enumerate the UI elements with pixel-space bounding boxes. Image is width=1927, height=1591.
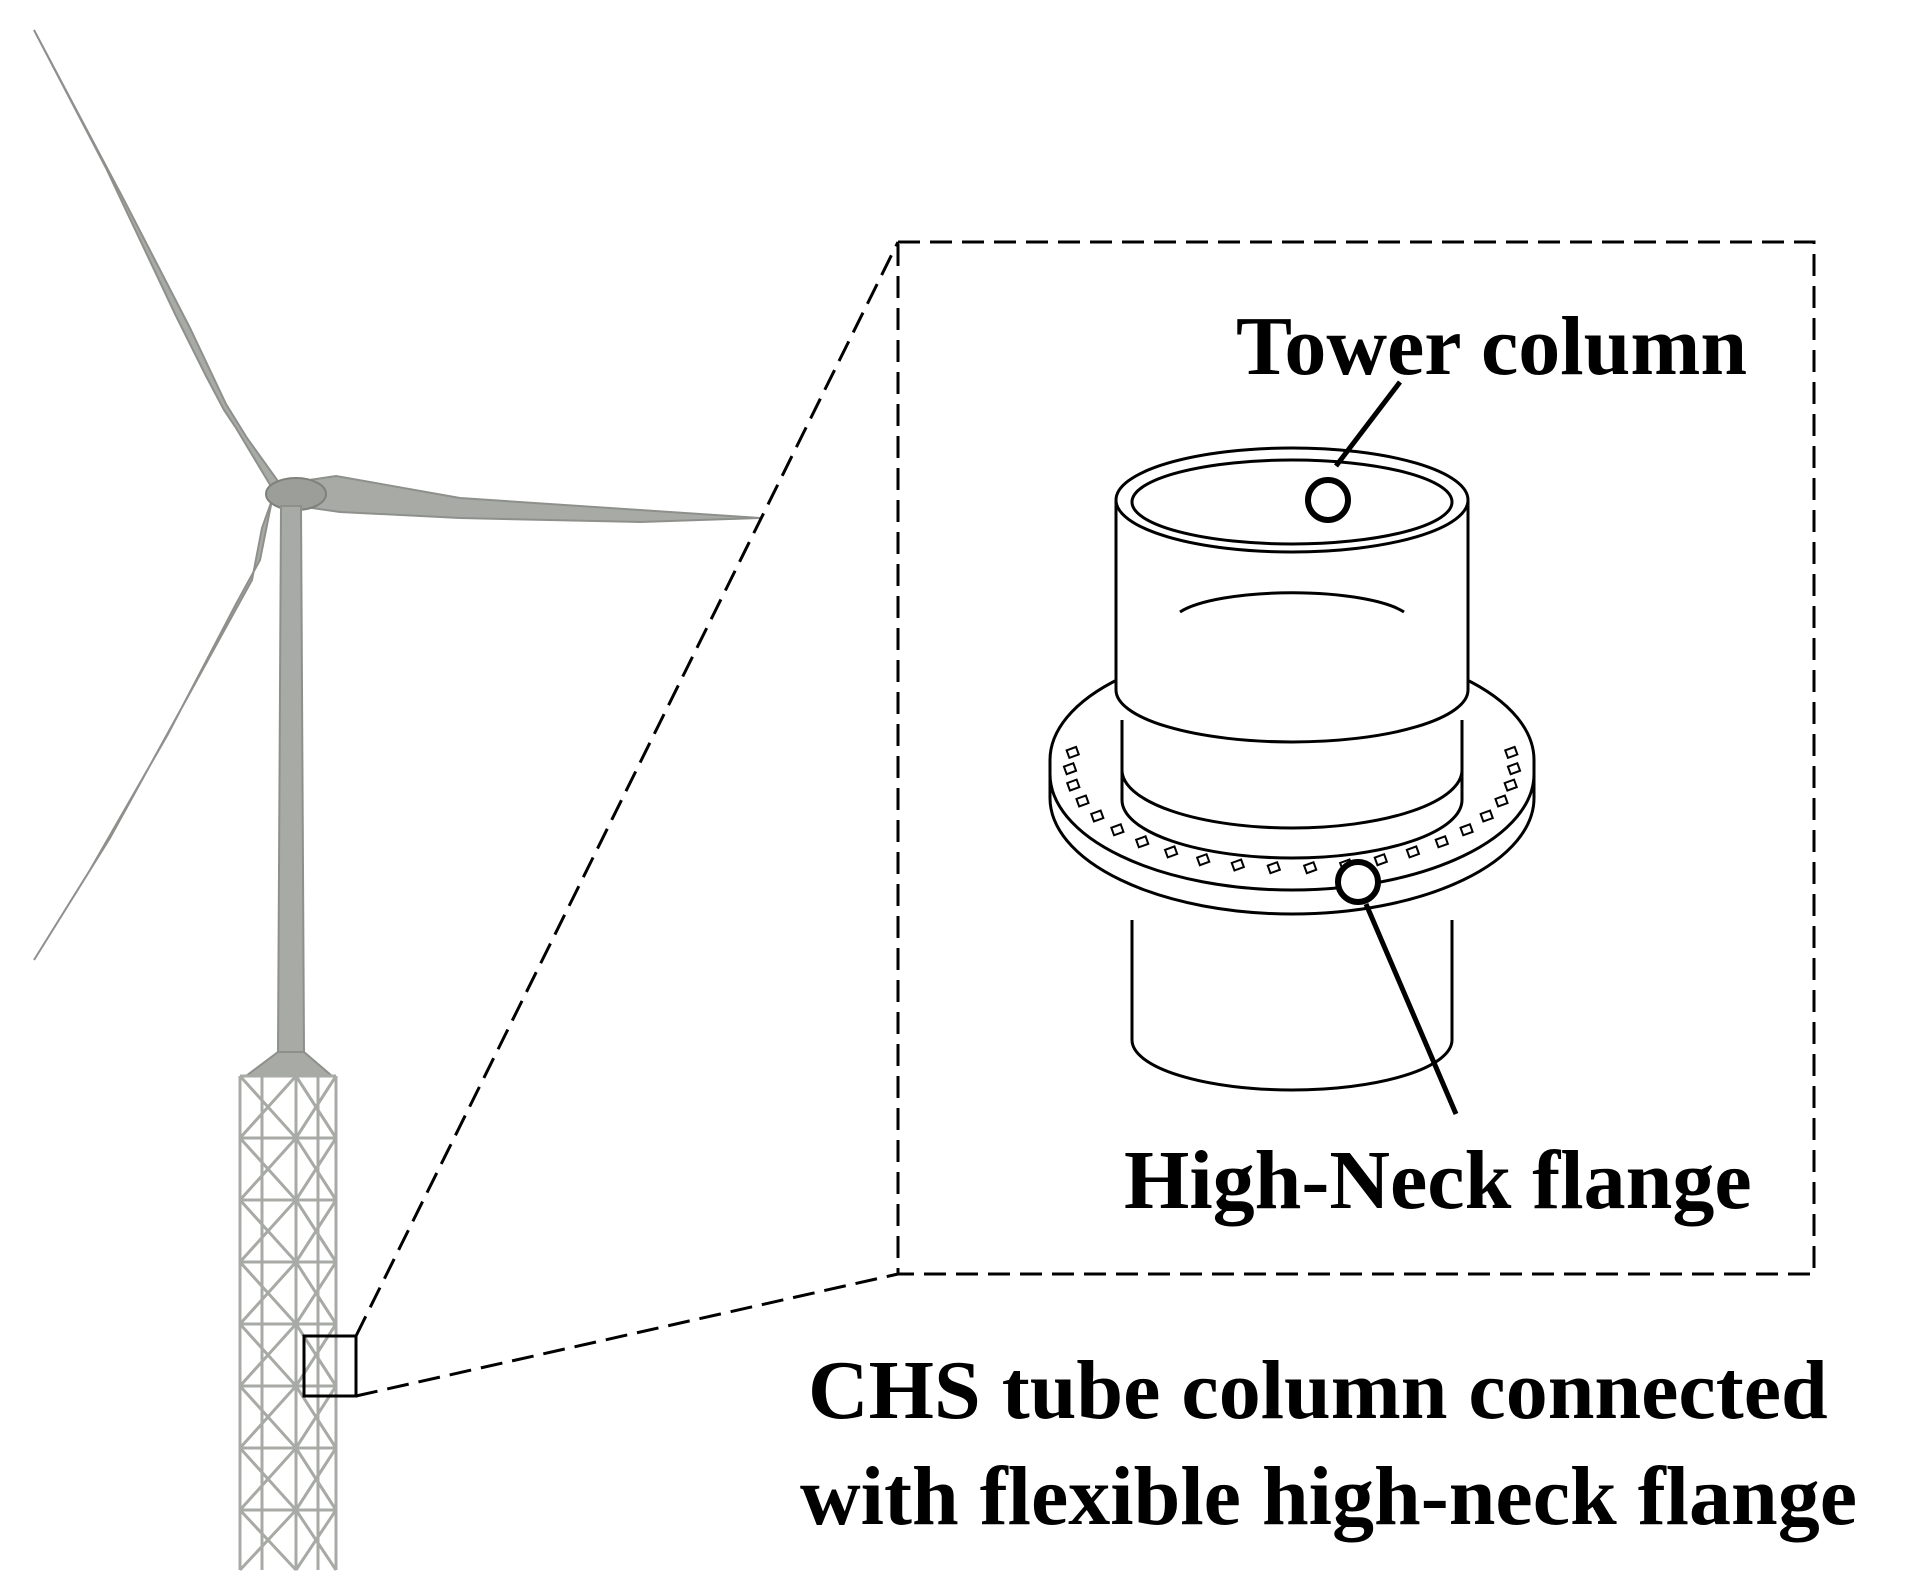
lattice-brace — [238, 1074, 298, 1140]
lattice-brace — [238, 1384, 298, 1450]
lattice-brace — [294, 1137, 338, 1201]
lattice-brace — [238, 1508, 298, 1572]
lattice-tower-base — [238, 1074, 338, 1572]
lattice-brace — [238, 1446, 298, 1512]
bolt-hole — [1506, 761, 1522, 776]
label-high-neck-flange: High-Neck flange — [1124, 1134, 1752, 1227]
bolt-hole — [1302, 860, 1318, 875]
bolt-hole — [1266, 860, 1282, 875]
bolt-hole — [1065, 745, 1081, 760]
bolt-hole — [1503, 745, 1519, 760]
bolt-hole — [1065, 778, 1081, 792]
bolt-hole — [1089, 809, 1105, 823]
bolt-hole — [1075, 794, 1090, 808]
marker-circle-tower-column — [1305, 477, 1351, 523]
caption-line-1: CHS tube column connected — [808, 1344, 1828, 1437]
bolt-hole — [1434, 835, 1450, 849]
flange-plate-rim — [1048, 773, 1536, 892]
bolt-hole — [1503, 778, 1519, 792]
bolt-hole — [1479, 809, 1495, 823]
marker-circle-high-neck-flange — [1335, 859, 1381, 905]
caption-line-2: with flexible high-neck flange — [800, 1450, 1857, 1543]
wind-turbine — [33, 29, 761, 1572]
flange-neck-edge — [1120, 769, 1464, 830]
zoom-source-box — [302, 1334, 358, 1398]
lattice-brace — [294, 1199, 338, 1263]
bolt-hole — [1110, 823, 1125, 837]
lower-tube — [1130, 920, 1454, 1092]
lattice-brace — [238, 1198, 298, 1264]
bolt-hole — [1134, 835, 1150, 849]
lattice-brace — [294, 1075, 338, 1139]
bolt-hole — [1195, 852, 1211, 867]
label-tower-column: Tower column — [1236, 300, 1747, 393]
turbine-tower-pole — [276, 505, 306, 1053]
tower-column-tube — [1114, 500, 1470, 744]
lattice-brace — [294, 1509, 338, 1571]
leader-high-neck-flange — [1335, 859, 1459, 1115]
turbine-blade-right — [294, 474, 761, 524]
bolt-hole — [1163, 845, 1179, 859]
turbine-transition-piece — [243, 1051, 335, 1077]
flange-assembly-drawing — [1048, 446, 1536, 1092]
turbine-blade-lower — [33, 499, 273, 961]
flange-neck — [1120, 720, 1464, 860]
bolt-hole — [1373, 852, 1389, 867]
bolt-hole — [1230, 858, 1246, 872]
tower-column-inner-wall — [1179, 591, 1405, 614]
leader-tower-column — [1305, 380, 1402, 523]
lattice-brace — [238, 1136, 298, 1202]
lattice-brace — [294, 1447, 338, 1511]
lattice-brace — [238, 1322, 298, 1388]
bolt-hole — [1494, 794, 1509, 808]
zoom-connector-lines — [354, 241, 900, 1398]
bolt-hole — [1062, 761, 1078, 776]
lattice-brace — [294, 1261, 338, 1325]
tower-column-top-inner — [1130, 458, 1454, 546]
lattice-brace — [238, 1260, 298, 1326]
turbine-blade-upper — [33, 29, 282, 490]
bolt-hole — [1459, 823, 1474, 837]
detail-box — [896, 240, 1816, 1276]
bolt-hole — [1405, 845, 1421, 859]
